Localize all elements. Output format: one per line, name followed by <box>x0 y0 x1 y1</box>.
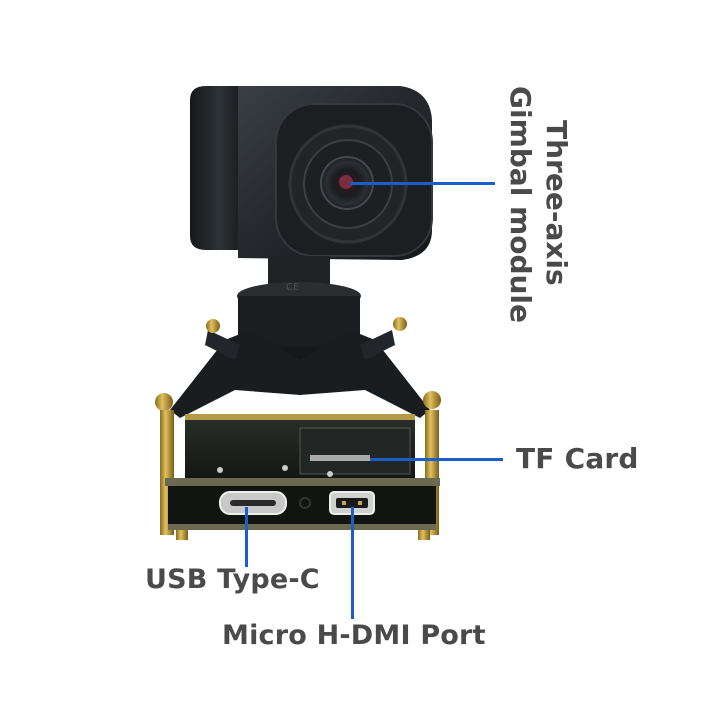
usb-callout-line <box>245 507 248 567</box>
gimbal-callout-line <box>350 182 495 185</box>
micro-hdmi-label: Micro H-DMI Port <box>222 620 486 651</box>
tf-card-label: TF Card <box>516 442 639 475</box>
hdmi-callout-line <box>351 507 354 619</box>
upper-pcb <box>165 414 440 486</box>
tf-card-callout-line <box>370 458 503 461</box>
usb-type-c-label: USB Type-C <box>145 564 320 595</box>
gimbal-label-line2: Gimbal module <box>504 86 537 324</box>
svg-text:CE: CE <box>286 282 299 293</box>
gimbal-label-line1: Three-axis <box>540 120 573 286</box>
mount-frame <box>155 317 441 418</box>
gimbal-camera-head <box>190 86 433 260</box>
lower-pcb <box>168 486 436 540</box>
